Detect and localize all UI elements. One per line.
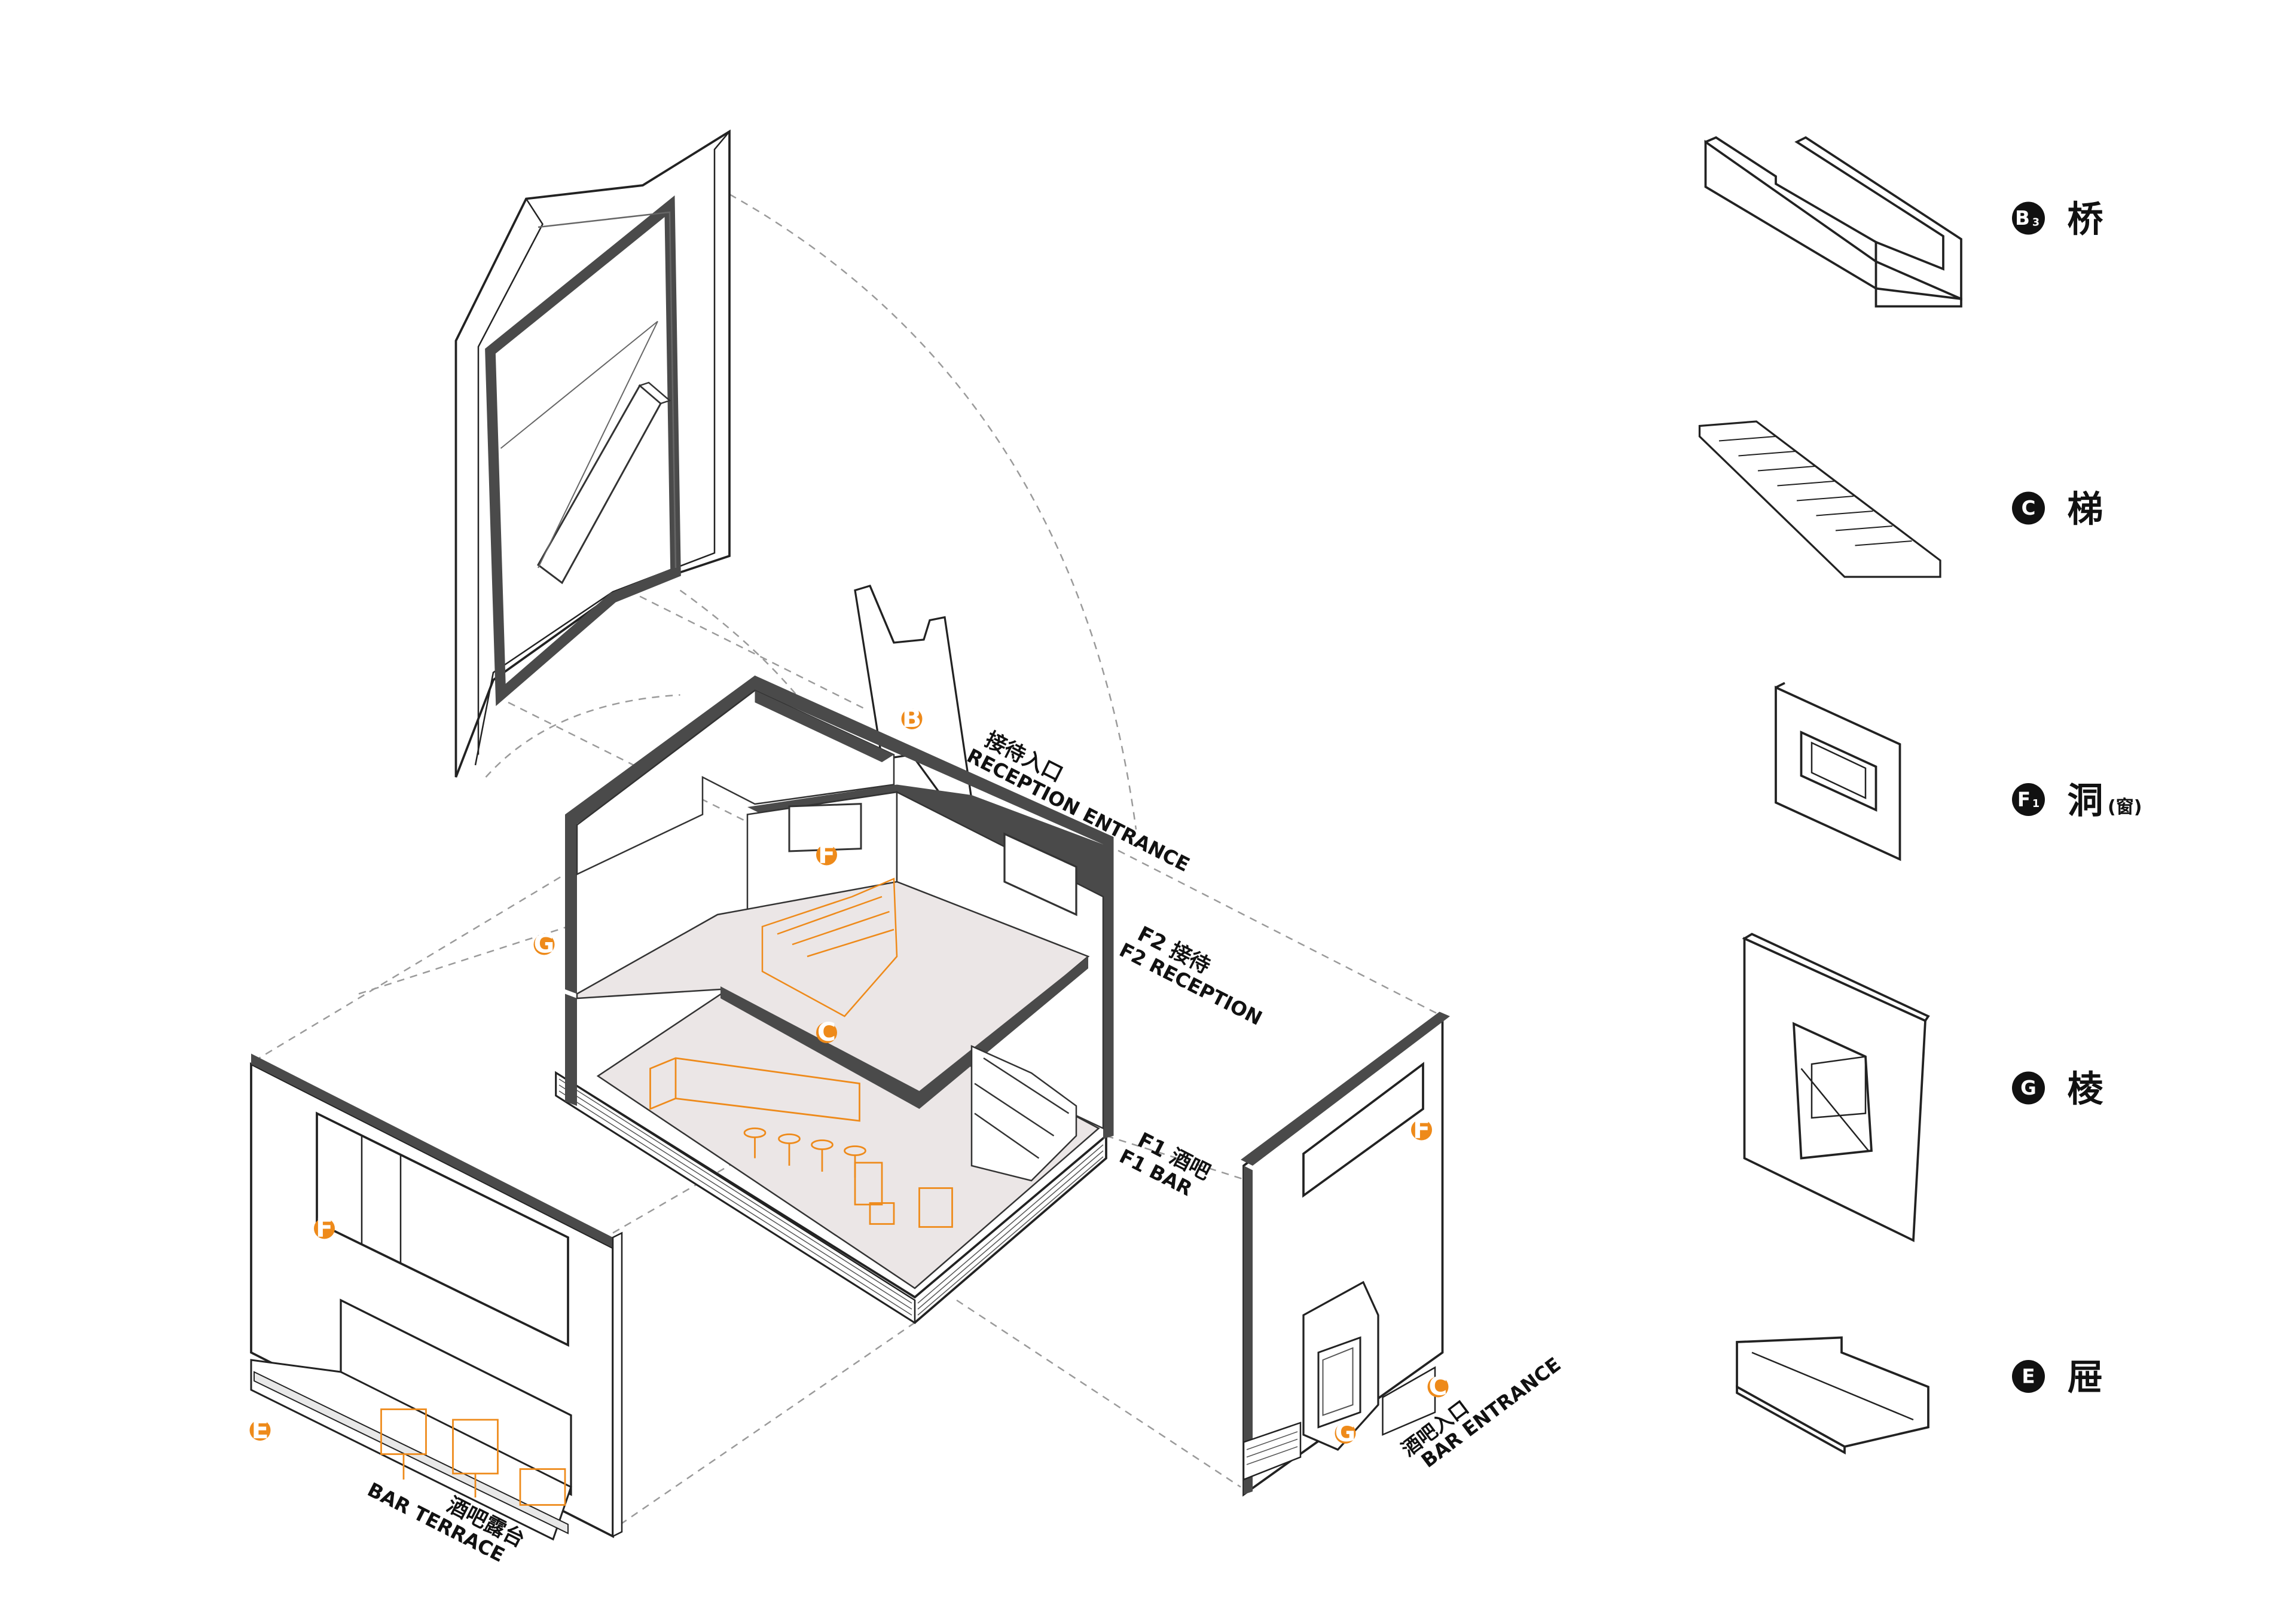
house-section: [555, 676, 1114, 1324]
legend-icon-stair: [1698, 420, 1941, 578]
left-wall-panel: [250, 1053, 623, 1541]
svg-text:G: G: [1335, 1419, 1356, 1448]
svg-text:G: G: [2020, 1077, 2037, 1099]
marker-window-f-right: F: [1411, 1115, 1432, 1145]
svg-text:洞: 洞: [2068, 780, 2103, 822]
svg-text:3: 3: [2032, 217, 2039, 229]
label-f2-reception: F2 接待 F2 RECEPTION: [1116, 922, 1266, 1029]
svg-text:1: 1: [2032, 798, 2039, 810]
marker-bridge-b: B: [901, 704, 923, 733]
label-f1-bar: F1 酒吧 F1 BAR: [1116, 1128, 1214, 1200]
svg-text:梯: 梯: [2068, 489, 2103, 531]
marker-prism-g-right: G: [1335, 1419, 1356, 1448]
legend-icon-window: [1775, 681, 1901, 861]
svg-text:E: E: [251, 1416, 268, 1445]
marker-window-f-left: F: [314, 1214, 335, 1243]
svg-text:C: C: [817, 1018, 836, 1047]
legend-icon-bridge: [1704, 136, 1962, 308]
svg-text:棱: 棱: [2068, 1069, 2103, 1111]
legend-item-bridge: B 3 桥: [2012, 199, 2103, 241]
legend-item-stair: C 梯: [2012, 489, 2103, 531]
svg-text:F: F: [2017, 788, 2031, 811]
svg-text:C: C: [2022, 497, 2036, 519]
svg-text:F: F: [1413, 1115, 1430, 1145]
svg-text:G: G: [534, 930, 555, 959]
svg-text:C: C: [1428, 1373, 1447, 1402]
svg-text:B: B: [902, 704, 921, 733]
marker-prism-g-left: G: [533, 930, 555, 959]
right-wall-panel: [1241, 1011, 1450, 1497]
legend-item-ledge: E 屉: [2012, 1357, 2103, 1399]
marker-window-f-upper: F: [816, 840, 837, 870]
marker-stair-c: C: [816, 1018, 837, 1047]
legend-item-prism: G 棱: [2012, 1069, 2103, 1111]
svg-text:(窗): (窗): [2108, 797, 2142, 818]
svg-text:桥: 桥: [2068, 199, 2103, 241]
svg-text:F: F: [316, 1214, 333, 1243]
svg-text:B: B: [2015, 207, 2030, 230]
marker-ledge-e: E: [249, 1416, 271, 1445]
legend-item-window: F 1 洞 (窗): [2012, 780, 2142, 822]
legend-icon-prism: [1742, 933, 1930, 1242]
roof-panel: [454, 129, 731, 778]
marker-stair-c-right: C: [1427, 1373, 1449, 1402]
legend-icon-ledge: [1736, 1336, 1929, 1455]
svg-text:屉: 屉: [2068, 1357, 2103, 1399]
svg-text:F: F: [818, 840, 835, 870]
svg-text:E: E: [2022, 1365, 2035, 1388]
